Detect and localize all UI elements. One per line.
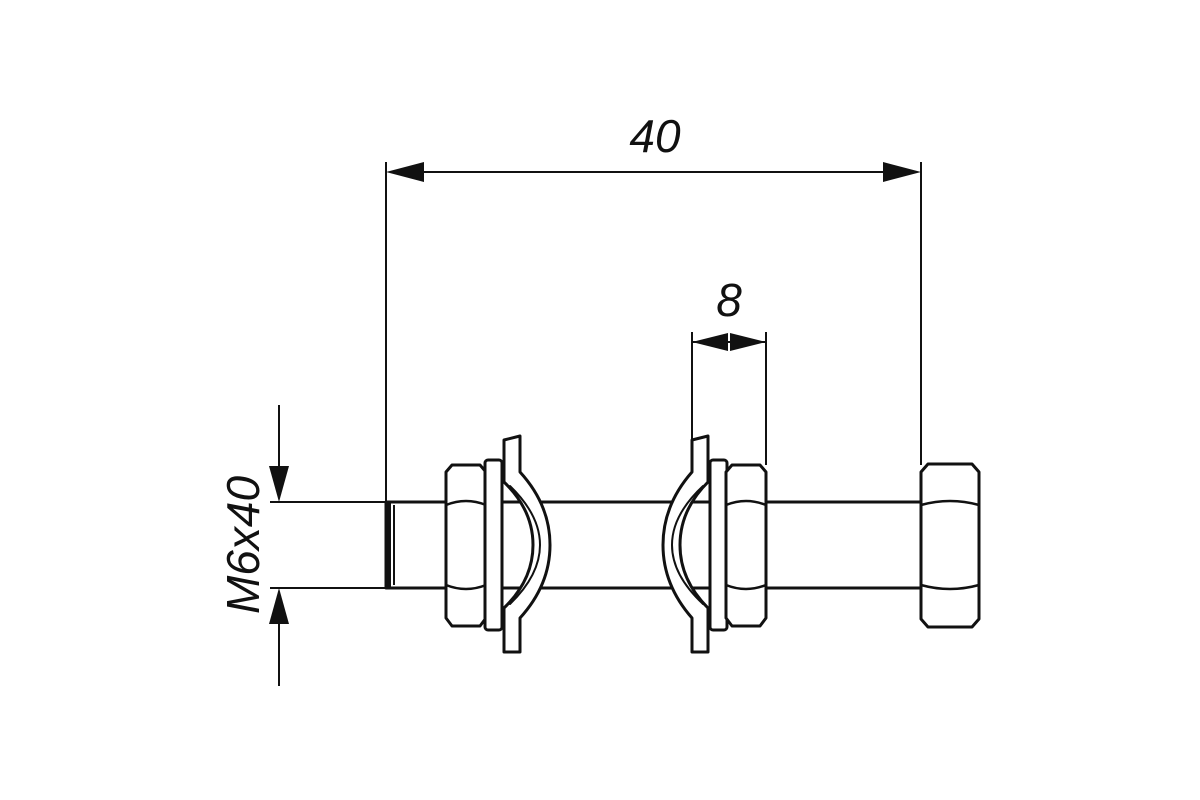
- right-hex-nut: [724, 463, 768, 628]
- bolt-head-facet-top: [919, 499, 981, 507]
- left-nut-outline: [444, 463, 488, 628]
- bolt-head: [919, 462, 981, 629]
- thread-dimension-label: M6x40: [217, 476, 269, 614]
- shank-chamfer-end: [385, 503, 391, 587]
- bolt-head-facet-bottom: [919, 583, 981, 591]
- left-spring-clip: [502, 434, 552, 654]
- right-nut-facet-top: [724, 499, 768, 507]
- length-arrow-left: [386, 162, 424, 182]
- thread-arrow-bottom: [269, 588, 289, 624]
- length-arrow-right: [883, 162, 921, 182]
- right-spring-clip: [661, 434, 710, 654]
- right-nut-outline: [724, 463, 768, 628]
- left-nut-facet-bottom: [444, 583, 488, 591]
- right-clip-inner-curve: [671, 485, 704, 605]
- spacing-dimension: 8: [691, 274, 767, 465]
- right-flat-washer: [708, 458, 729, 632]
- left-clip-inner-curve: [509, 485, 541, 605]
- thread-arrow-top: [269, 466, 289, 502]
- thread-dimension: M6x40: [217, 405, 388, 686]
- spacing-dimension-label: 8: [716, 274, 742, 326]
- left-hex-nut: [444, 463, 488, 628]
- left-flat-washer: [483, 458, 504, 632]
- length-dimension: 40: [385, 110, 922, 505]
- right-nut-facet-bottom: [724, 583, 768, 591]
- length-dimension-label: 40: [629, 110, 681, 162]
- spacing-arrow-left: [692, 333, 728, 351]
- bolt-head-outline: [919, 462, 981, 629]
- left-nut-facet-top: [444, 499, 488, 507]
- spacing-arrow-right: [730, 333, 766, 351]
